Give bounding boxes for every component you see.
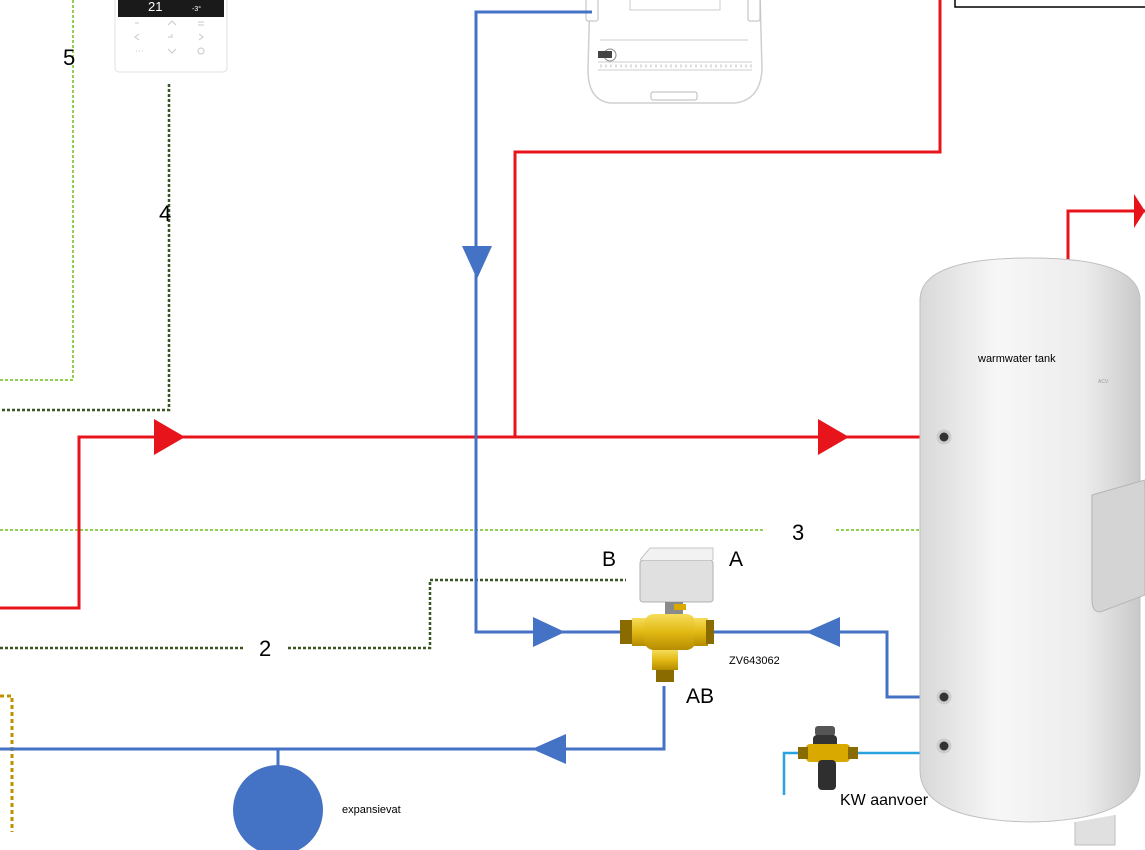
expansion-vessel-label: expansievat <box>342 804 401 816</box>
signal-line-4 <box>0 84 171 412</box>
signal-line-gold <box>0 694 14 832</box>
supply-pipe-main <box>0 435 940 610</box>
valve-code-label: ZV643062 <box>729 655 780 667</box>
valve-port-ab-label: AB <box>686 685 714 708</box>
return-pipe-ab <box>0 686 666 751</box>
signal-line-5 <box>0 0 74 381</box>
line-label-3: 3 <box>792 520 804 545</box>
tank-brand-label: ACV <box>1098 379 1109 385</box>
return-pipe-from-unit <box>474 10 625 634</box>
line-label-4: 4 <box>159 201 171 226</box>
supply-pipe-branch <box>513 0 942 437</box>
mixing-valve-icon <box>798 726 858 790</box>
svg-text:21: 21 <box>148 0 162 14</box>
svg-text:-3°: -3° <box>192 5 201 13</box>
signal-line-2-right <box>288 578 626 650</box>
boiler-tank-icon: ACV <box>919 257 1145 846</box>
three-way-valve-icon <box>620 547 714 682</box>
hot-water-outlet-pipe <box>1066 209 1145 262</box>
valve-port-b-label: B <box>602 548 616 571</box>
valve-port-a-label: A <box>729 548 743 571</box>
return-pipe-from-tank <box>706 630 938 699</box>
line-label-2: 2 <box>259 636 271 661</box>
tank-label: warmwater tank <box>977 353 1056 365</box>
line-label-5: 5 <box>63 45 75 70</box>
room-thermostat-icon: 21 -3° <box>114 0 228 73</box>
info-box-edge <box>954 0 1145 8</box>
flow-arrow-icon <box>154 194 1145 764</box>
cold-water-label: KW aanvoer <box>840 792 929 809</box>
expansion-vessel-icon <box>233 765 323 850</box>
indoor-unit-icon <box>585 0 763 104</box>
